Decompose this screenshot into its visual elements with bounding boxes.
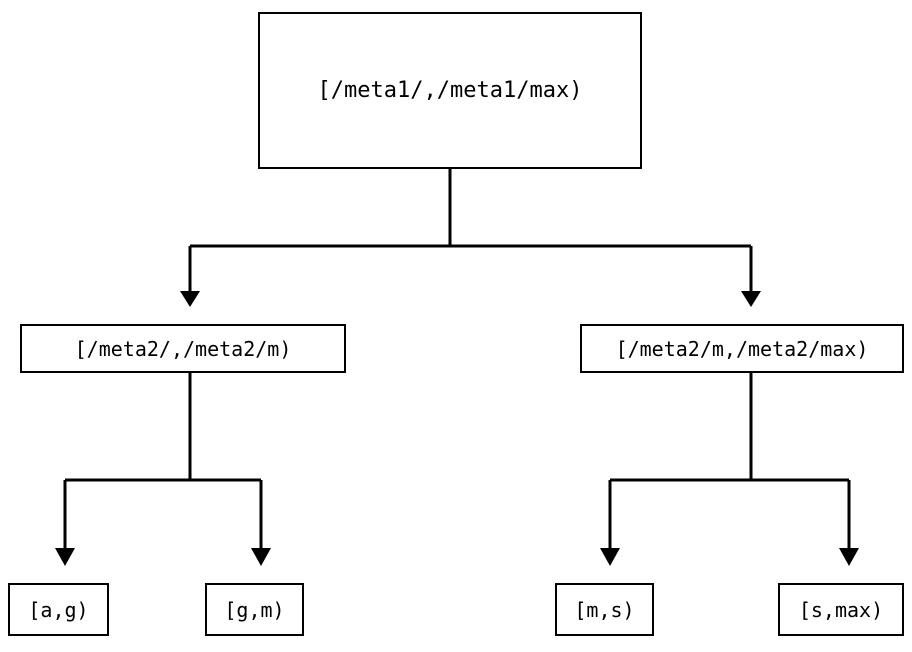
node-leaf-a-g-label: [a,g) <box>28 597 89 622</box>
node-leaf-m-s[interactable]: [m,s) <box>555 583 654 636</box>
edge-mid-left-to-leaves <box>55 373 271 566</box>
arrowhead-icon <box>839 548 859 566</box>
node-leaf-a-g[interactable]: [a,g) <box>8 583 109 636</box>
node-leaf-m-s-label: [m,s) <box>574 597 635 622</box>
arrowhead-icon <box>600 548 620 566</box>
arrowhead-icon <box>55 548 75 566</box>
edge-root-to-mid-level <box>180 169 761 307</box>
arrowhead-icon <box>251 548 271 566</box>
node-mid-right[interactable]: [/meta2/m,/meta2/max) <box>580 324 904 373</box>
node-leaf-g-m-label: [g,m) <box>224 597 285 622</box>
node-mid-left[interactable]: [/meta2/,/meta2/m) <box>20 324 346 373</box>
edge-mid-right-to-leaves <box>600 373 859 566</box>
node-leaf-s-max-label: [s,max) <box>798 597 884 622</box>
node-root[interactable]: [/meta1/,/meta1/max) <box>258 12 642 169</box>
node-leaf-s-max[interactable]: [s,max) <box>778 583 904 636</box>
node-leaf-g-m[interactable]: [g,m) <box>205 583 304 636</box>
node-root-label: [/meta1/,/meta1/max) <box>317 77 583 103</box>
node-mid-left-label: [/meta2/,/meta2/m) <box>74 336 292 361</box>
arrowhead-icon <box>180 291 200 307</box>
arrowhead-icon <box>741 291 761 307</box>
node-mid-right-label: [/meta2/m,/meta2/max) <box>615 336 869 361</box>
